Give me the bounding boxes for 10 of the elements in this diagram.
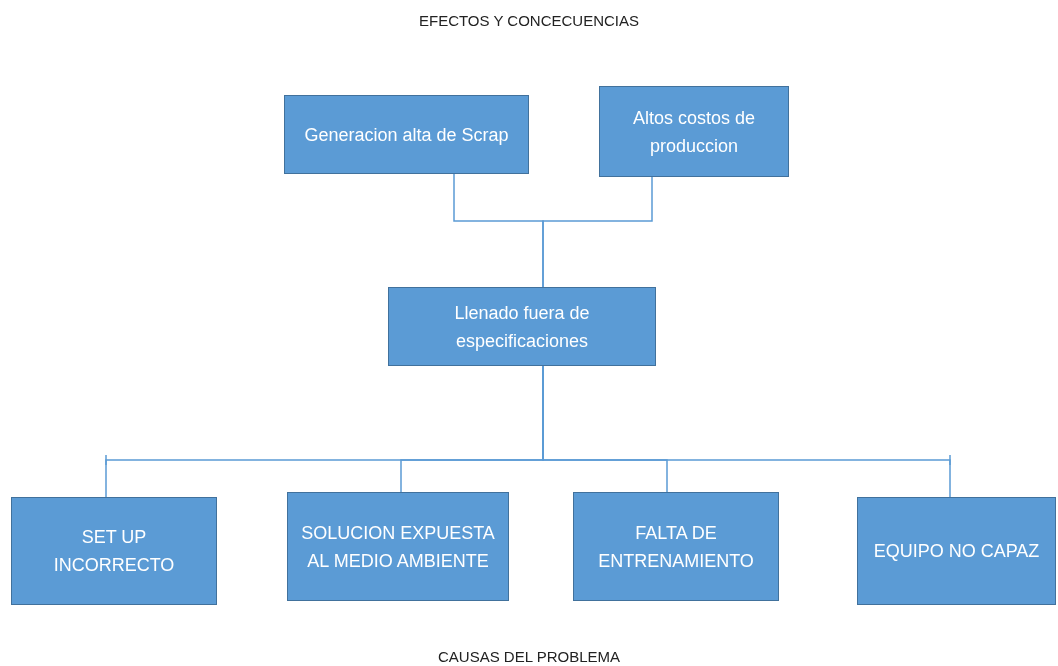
section-label: CAUSAS DEL PROBLEMA — [437, 647, 621, 666]
process-box: Llenado fuera de especificaciones — [388, 287, 656, 366]
process-box: Altos costos de produccion — [599, 86, 789, 177]
process-box: SOLUCION EXPUESTA AL MEDIO AMBIENTE — [287, 492, 509, 601]
diagram-title: EFECTOS Y CONCECUENCIAS — [417, 11, 641, 31]
process-box: FALTA DE ENTRENAMIENTO — [573, 492, 779, 601]
process-box: SET UP INCORRECTO — [11, 497, 217, 605]
connector-line — [542, 176, 653, 288]
process-box: Generacion alta de Scrap — [284, 95, 529, 174]
process-box: EQUIPO NO CAPAZ — [857, 497, 1056, 605]
